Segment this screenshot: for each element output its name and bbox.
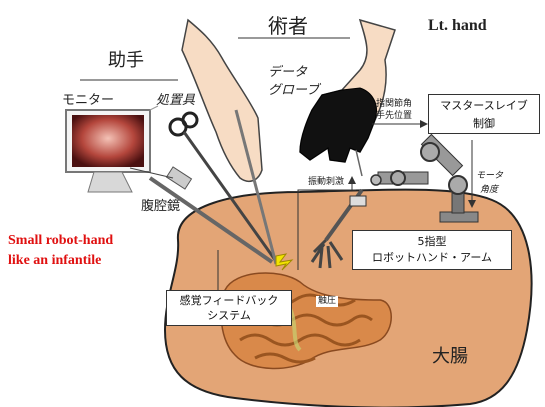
small-robot-label-2: like an infantile	[8, 254, 101, 268]
feedback-line-2: システム	[167, 308, 291, 323]
motor-angle-label-1: モータ	[476, 172, 503, 181]
robot-hand-line-1: 5指型	[353, 234, 511, 250]
touch-pressure-label: 触圧	[316, 296, 338, 307]
large-intestine-label: 大腸	[432, 348, 468, 366]
robot-hand-box: 5指型 ロボットハンド・アーム	[352, 230, 512, 270]
monitor-icon	[66, 106, 158, 192]
left-hand-label: Lt. hand	[428, 18, 487, 34]
joint-angle-label-1: 指関節角	[376, 100, 412, 109]
feedback-line-1: 感覚フィードバック	[167, 293, 291, 308]
laparoscope-label: 腹腔鏡	[141, 200, 180, 213]
master-slave-line-1: マスタースレイブ	[429, 97, 539, 115]
small-robot-label-1: Small robot-hand	[8, 234, 113, 248]
monitor-label: モニター	[62, 94, 114, 107]
assistant-label: 助手	[108, 52, 144, 70]
data-glove-label-1: データ	[268, 66, 307, 79]
master-slave-box: マスタースレイブ 制御	[428, 94, 540, 134]
vibration-label: 振動刺激	[308, 178, 344, 187]
motor-angle-label-2: 角度	[480, 186, 498, 195]
forceps-label: 処置具	[156, 94, 195, 107]
robot-hand-line-2: ロボットハンド・アーム	[353, 250, 511, 266]
data-glove-icon	[300, 20, 395, 176]
feedback-system-box: 感覚フィードバック システム	[166, 290, 292, 326]
data-glove-label-2: グローブ	[268, 84, 319, 97]
surgeon-label: 術者	[268, 16, 308, 36]
master-slave-line-2: 制御	[429, 115, 539, 133]
joint-angle-label-2: 手先位置	[376, 112, 412, 121]
